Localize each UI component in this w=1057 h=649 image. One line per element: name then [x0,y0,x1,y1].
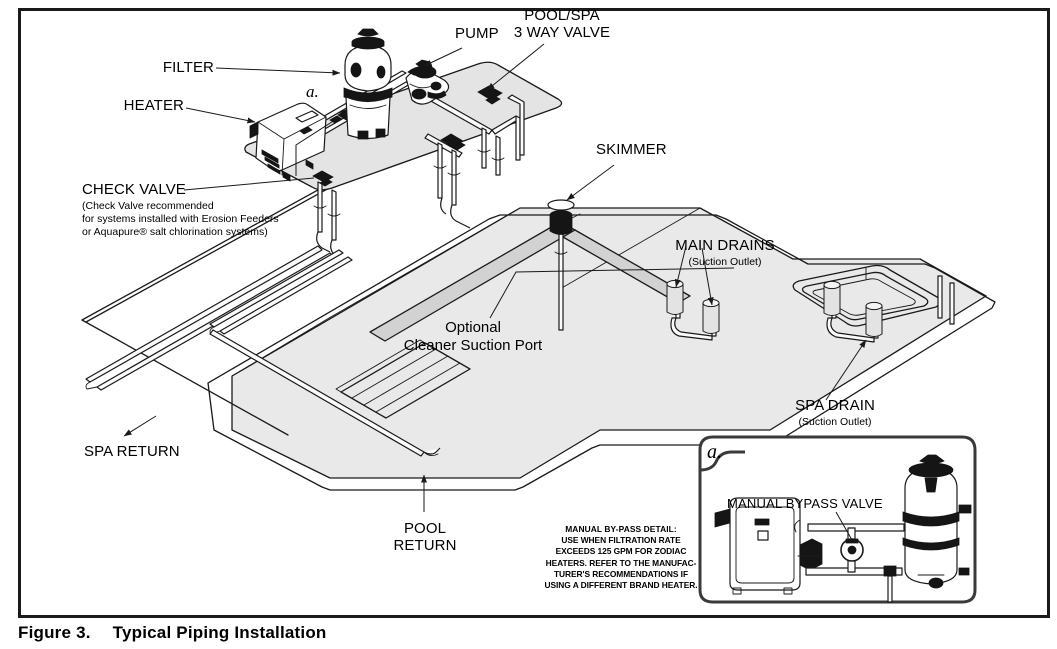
leader-spa-return [123,415,157,437]
bypass-note-line3: HEATERS. REFER TO THE MANUFAC- [545,557,697,568]
check-valve-note-line2: for systems installed with Erosion Feede… [82,213,279,225]
figure-caption: Figure 3. Typical Piping Installation [18,623,327,643]
bypass-note-line1: USE WHEN FILTRATION RATE [561,535,681,546]
heater [249,102,327,182]
pool-surface-group [231,207,987,479]
spa-drain-1 [823,280,841,316]
callout-heater: HEATER [123,97,184,114]
callout-filter: FILTER [162,59,214,76]
leader-filter [215,67,341,76]
bypass-note-line4: TURER'S RECOMMENDATIONS IF [553,568,689,579]
leader-3way [486,43,545,91]
figure-title: Typical Piping Installation [112,623,327,642]
callout-cleaner-port-line2: Cleaner Suction Port [403,337,543,354]
leader-skimmer [566,164,615,201]
inset-marker-a: a. [707,441,722,463]
leader-check-valve [183,177,315,191]
leader-pump [423,47,463,67]
bypass-note-heading: MANUAL BY-PASS DETAIL: [565,524,677,534]
check-valve-note-line3: or Aquapure® salt chlorination systems) [82,226,268,238]
callout-pool-return-line2: RETURN [393,537,457,554]
leader-spa-drain [825,339,867,401]
bypass-note-line2: EXCEEDS 125 GPM FOR ZODIAC [555,546,687,557]
leader-check-valve-2 [295,117,339,176]
pool-coping [207,214,996,491]
figure-number: Figure 3. [18,623,91,642]
main-drain-1 [666,279,684,315]
leader-lines [123,43,867,512]
leader-cleaner-port [489,267,735,319]
filter [343,28,393,140]
bypass-detail-note: MANUAL BY-PASS DETAIL: USE WHEN FILTRATI… [528,524,714,591]
leader-main-drain-1 [674,245,687,288]
check-valve-note-line1: (Check Valve recommended [82,200,214,212]
callout-main-drains: MAIN DRAINS [675,237,775,254]
pump [405,59,450,105]
callout-cleaner-port-line1: Optional [445,319,501,336]
callout-pump: PUMP [455,25,499,42]
spa-drain-2 [865,301,883,337]
spa-drains [823,280,883,337]
detail-marker-a: a. [306,82,319,101]
skimmer [547,199,581,235]
callout-three-way-valve-line1: POOL/SPA [524,7,600,24]
callout-spa-drain: SPA DRAIN [795,397,875,414]
callout-three-way-valve-line2: 3 WAY VALVE [513,24,611,41]
main-drain-2 [702,298,720,334]
main-drains-sublabel: (Suction Outlet) [688,256,762,268]
spa-drain-sublabel: (Suction Outlet) [798,416,872,428]
inset-title: MANUAL BYPASS VALVE [727,496,883,511]
callout-spa-return: SPA RETURN [84,443,180,460]
leader-bypass-valve [835,511,853,541]
inset-illustration [714,454,972,603]
leader-heater [185,107,256,124]
callout-check-valve-title: CHECK VALVE [82,181,186,198]
bypass-note-line5: USING A DIFFERENT BRAND HEATER. [544,579,698,590]
leader-main-drain-2 [701,247,714,306]
callout-pool-return-line1: POOL [403,520,447,537]
pool-steps [335,339,471,419]
callout-skimmer: SKIMMER [596,141,667,158]
